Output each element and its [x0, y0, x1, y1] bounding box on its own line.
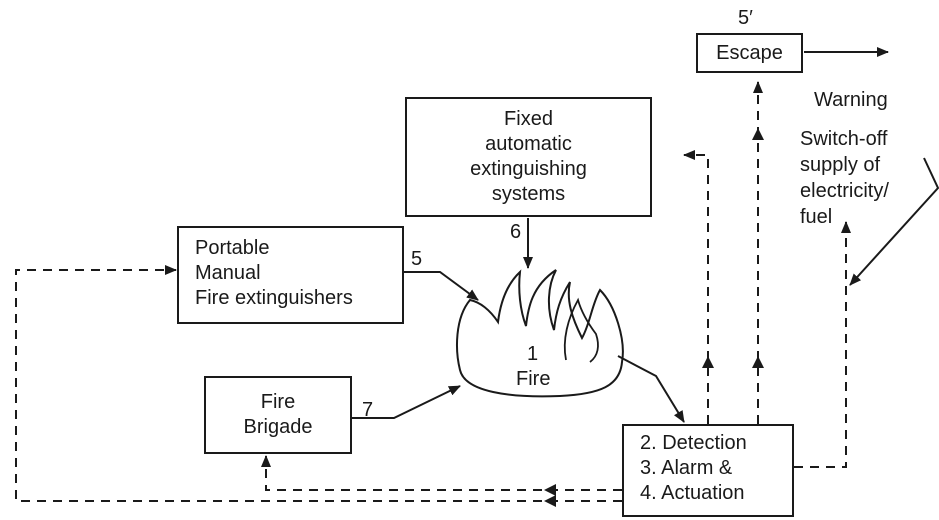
dashed-detection-to-brigade [261, 455, 622, 491]
warning-label: Warning [814, 89, 888, 111]
portable-box: Portable Manual Fire extinguishers [177, 226, 404, 324]
arrowhead-up-2 [752, 356, 764, 368]
brigade-line-1: Fire [260, 391, 296, 413]
fixed-line-1: Fixed [504, 108, 553, 130]
arrow-brigade-to-fire [352, 385, 461, 419]
arrow-switchoff-bracket [849, 157, 939, 286]
switch-off-line-1: Switch-off [800, 128, 888, 150]
portable-line-2: Manual [195, 262, 261, 284]
switch-off-line-2: supply of [800, 154, 881, 176]
fire-number: 1 [527, 343, 539, 365]
detection-line-2: 3. Alarm & [640, 457, 733, 479]
fixed-number: 6 [510, 221, 522, 243]
dashed-detection-to-fixed [683, 150, 709, 424]
detection-line-1: 2. Detection [640, 432, 747, 454]
escape-label: Escape [716, 41, 783, 64]
dashed-detection-to-portable [15, 265, 622, 502]
fire-label: Fire [516, 368, 551, 390]
brigade-number: 7 [362, 399, 374, 421]
brigade-box: Fire Brigade [204, 376, 352, 454]
portable-number: 5 [411, 248, 423, 270]
escape-number: 5′ [738, 7, 753, 29]
fixed-line-3: extinguishing [470, 158, 587, 180]
detection-box: 2. Detection 3. Alarm & 4. Actuation [622, 424, 794, 517]
fire-inner-flame [563, 297, 599, 363]
fire-shape [456, 269, 624, 398]
switch-off-line-4: fuel [800, 206, 833, 228]
escape-box: Escape [696, 33, 803, 73]
fixed-line-4: systems [491, 183, 566, 205]
arrow-portable-to-fire [402, 271, 479, 301]
arrowhead-left-1 [544, 484, 556, 496]
arrow-fire-to-detection [617, 355, 685, 423]
brigade-line-2: Brigade [243, 416, 313, 438]
arrowhead-up-3 [752, 128, 764, 140]
switch-off-line-3: electricity/ [800, 180, 889, 202]
switch-off-label: Switch-off supply of electricity/ fuel [800, 126, 889, 230]
portable-line-3: Fire extinguishers [195, 287, 353, 309]
dashed-detection-to-switchoff [794, 221, 851, 468]
fixed-systems-box: Fixed automatic extinguishing systems [405, 97, 652, 217]
arrowhead-left-2 [544, 495, 556, 507]
detection-line-3: 4. Actuation [640, 482, 745, 504]
arrowhead-up-1 [702, 356, 714, 368]
fixed-line-2: automatic [485, 133, 572, 155]
portable-line-1: Portable [195, 237, 270, 259]
